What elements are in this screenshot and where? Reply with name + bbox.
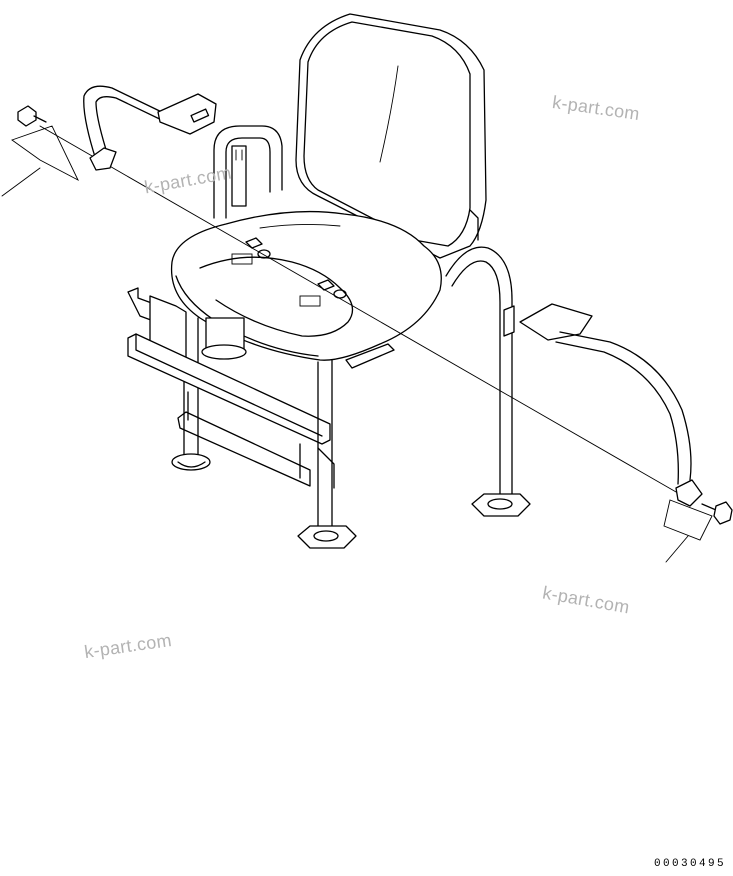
front-left-leg	[297, 359, 357, 549]
bolt-right	[663, 499, 733, 563]
bolt-left	[1, 105, 79, 197]
seat-belt-left	[83, 85, 217, 171]
seat-belt-right	[519, 303, 703, 507]
seat-mounting-nuts	[231, 237, 347, 307]
backrest	[295, 13, 487, 259]
assembly-guide-line	[39, 125, 691, 501]
front-right-leg	[445, 246, 531, 517]
figure-code: 00030495	[654, 858, 727, 870]
rear-frame-loop	[213, 125, 283, 219]
seat-base-frame	[127, 287, 335, 489]
